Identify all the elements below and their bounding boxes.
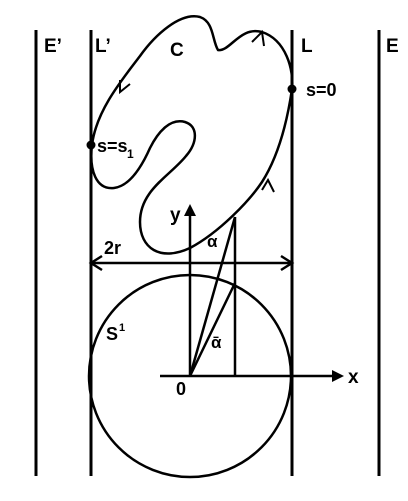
label-alpha-bar: ᾱ: [211, 333, 222, 352]
label-s-one-subscript: 1: [127, 147, 134, 161]
label-s-zero: s=0: [306, 80, 337, 100]
label-x-axis: x: [348, 367, 359, 388]
point-s-one: [86, 140, 96, 150]
curve-arrow-right: [261, 177, 275, 193]
curve-c: [90, 15, 294, 255]
label-curve-c: C: [170, 40, 184, 61]
label-s-one: s=s: [97, 136, 128, 156]
label-e-prime: E’: [44, 36, 62, 57]
label-width: 2r: [104, 238, 121, 258]
label-l: L: [301, 36, 313, 57]
ray-alpha-bar: [188, 282, 237, 377]
label-alpha: α: [207, 232, 218, 251]
point-s-zero: [287, 84, 297, 94]
label-origin: 0: [176, 379, 186, 399]
y-axis-arrowhead: [184, 204, 196, 216]
ray-alpha: [188, 216, 237, 377]
label-sphere: S: [106, 324, 118, 344]
label-l-prime: L’: [95, 36, 111, 57]
width-arrow-right-head: [280, 254, 295, 272]
label-sphere-superscript: 1: [119, 322, 125, 334]
curve-arrow-top: [251, 29, 265, 47]
label-e: E: [386, 36, 399, 57]
x-axis-arrowhead: [332, 370, 344, 382]
label-y-axis: y: [170, 205, 181, 226]
curve-arrow-left: [119, 80, 131, 95]
width-arrow-left-head: [88, 254, 103, 272]
